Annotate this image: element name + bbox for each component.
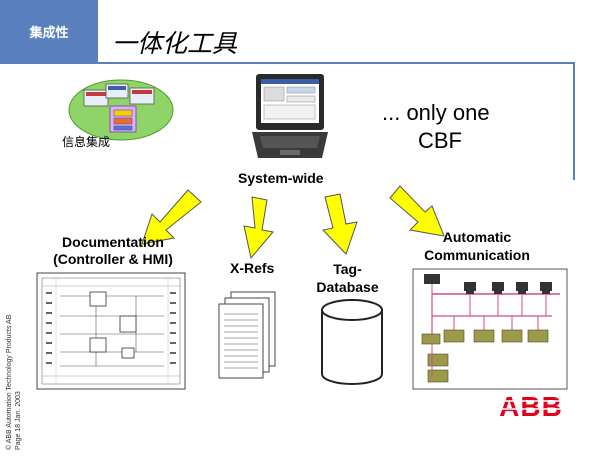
abb-logo: ABB	[494, 392, 568, 420]
footer-line-1: © ABB Automation Technology Products AB	[6, 314, 13, 450]
right-divider	[573, 62, 575, 180]
arrow-xrefs-icon	[243, 196, 274, 260]
automatic-communication-label: Automatic Communication	[424, 229, 530, 263]
callout-line-2: CBF	[418, 128, 462, 153]
arrow-tag-icon	[322, 193, 358, 255]
arrow-comm-icon	[389, 185, 445, 237]
footer-line-2: Page 18 Jan. 2003	[15, 391, 22, 450]
xrefs-document-stack	[218, 291, 276, 379]
terminal-icons	[424, 274, 552, 294]
xrefs-label: X-Refs	[230, 260, 275, 276]
footer-copyright: © ABB Automation Technology Products AB …	[5, 315, 23, 450]
network-diagram	[412, 268, 568, 390]
tag-database-label: Tag-Database	[316, 261, 379, 295]
slide-title: 一体化工具	[112, 29, 238, 58]
database-cylinder-icon	[321, 299, 383, 385]
laptop-graphic	[252, 74, 328, 158]
svg-text:ABB: ABB	[499, 392, 563, 420]
info-integration-label: 信息集成	[62, 135, 111, 149]
callout-line-1: ... only one	[382, 100, 490, 125]
documentation-label: Documentation (Controller & HMI)	[53, 234, 173, 267]
header-divider	[0, 62, 575, 64]
system-wide-label: System-wide	[238, 170, 324, 186]
section-tab: 集成性	[0, 0, 98, 62]
documentation-schematic	[36, 272, 186, 390]
arrow-doc-icon	[141, 189, 202, 245]
info-integration-graphic	[68, 79, 174, 141]
